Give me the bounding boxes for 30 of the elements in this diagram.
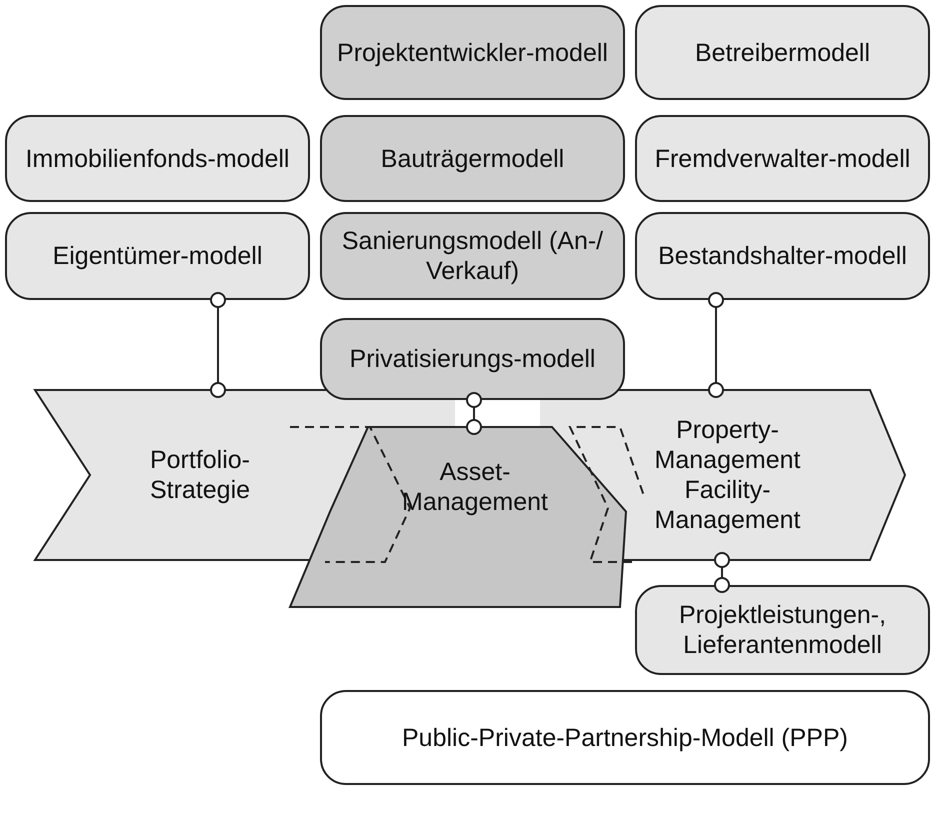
connector-line <box>708 292 724 398</box>
box-label: Bestandshalter-modell <box>658 241 907 271</box>
model-box <box>320 690 930 785</box>
box-label: Public-Private-Partnership-Modell (PPP) <box>402 722 848 752</box>
model-box <box>635 115 930 202</box>
model-box <box>320 212 625 300</box>
box-label: Property-Management <box>654 415 802 475</box>
box-label: Facility-Management <box>654 475 802 535</box>
connector-line <box>714 552 730 593</box>
box-label: Bauträgermodell <box>380 144 564 174</box>
box-label: Eigentümer-modell <box>52 241 262 271</box>
model-box <box>5 115 310 202</box>
model-box <box>320 115 625 202</box>
box-label: Immobilienfonds-modell <box>25 144 290 174</box>
model-box <box>320 5 625 100</box>
box-label: Asset-Management <box>401 457 549 517</box>
box-label: Portfolio-Strategie <box>148 445 252 505</box>
connector-line <box>210 292 226 398</box>
box-label: Privatisierungs-modell <box>350 344 596 374</box>
model-box <box>320 318 625 400</box>
model-box <box>5 212 310 300</box>
box-label: Fremdverwalter-modell <box>654 144 910 174</box>
box-label: Sanierungsmodell (An-/ Verkauf) <box>340 226 604 286</box>
model-box <box>635 585 930 675</box>
box-label: Betreibermodell <box>694 38 870 68</box>
connector-line <box>466 392 482 435</box>
model-box <box>635 212 930 300</box>
box-label: Projektleistungen-, Lieferantenmodell <box>678 600 888 660</box>
box-label: Projektentwickler-modell <box>337 38 608 68</box>
model-box <box>635 5 930 100</box>
